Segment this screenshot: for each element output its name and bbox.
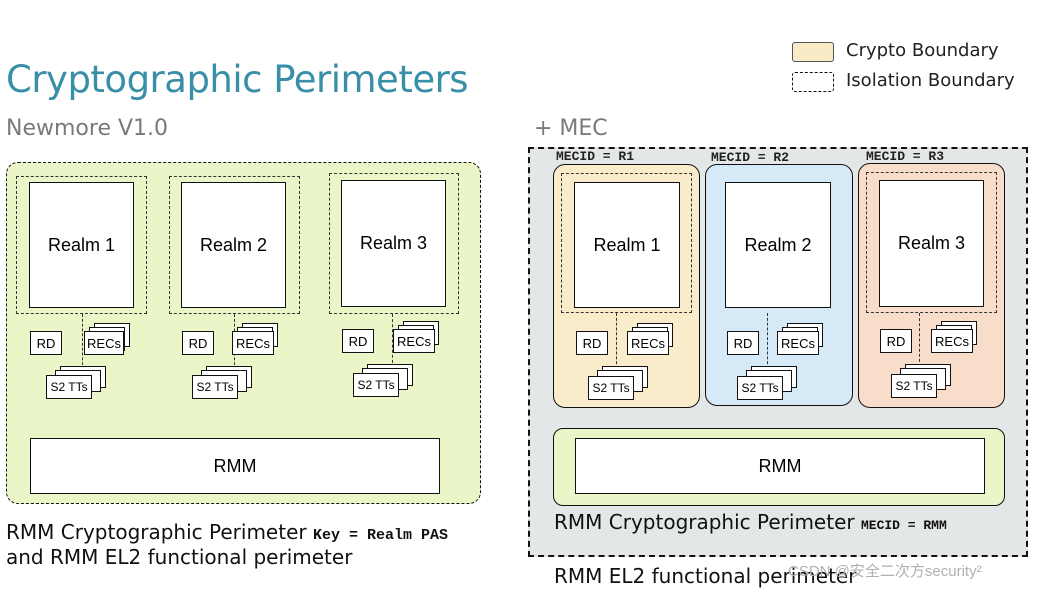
recs-box: RECs [931, 329, 973, 353]
realm-label: Realm 2 [744, 234, 812, 255]
s2tts-box: S2 TTs [46, 375, 92, 399]
connector-line [82, 314, 83, 370]
realm-box: Realm 1 [29, 182, 134, 308]
right-caption-text: RMM Cryptographic Perimeter [554, 510, 855, 534]
page-title: Cryptographic Perimeters [6, 58, 469, 101]
isolation-boundary-realm-1 [561, 173, 692, 313]
realm-label: Realm 1 [593, 234, 661, 255]
s2tts-box: S2 TTs [737, 376, 783, 400]
recs-box: RECs [84, 331, 124, 355]
recs-box: RECs [627, 331, 669, 355]
realm-box: Realm 2 [725, 182, 831, 308]
realm-label: Realm 3 [359, 233, 428, 253]
recs-box: RECs [393, 329, 435, 353]
isolation-boundary-realm-3 [329, 173, 459, 314]
realm-box: Realm 3 [341, 180, 446, 307]
legend-isolation-label: Isolation Boundary [846, 70, 1015, 91]
right-caption-line2: RMM EL2 functional perimeter [554, 564, 857, 588]
rd-box: RD [182, 331, 214, 355]
rd-label: RD [348, 333, 368, 349]
recs-box: RECs [777, 331, 819, 355]
mecid-label: MECID = R3 [866, 149, 945, 164]
s2tts-label: S2 TTs [357, 378, 395, 392]
rd-box: RD [576, 331, 608, 355]
rd-label: RD [582, 335, 602, 351]
right-heading: + MEC [534, 116, 608, 141]
s2tts-label: S2 TTs [196, 380, 234, 394]
realm-box: Realm 3 [879, 180, 984, 307]
connector-line [767, 313, 768, 369]
rd-label: RD [886, 333, 906, 349]
rd-box: RD [880, 329, 912, 353]
s2tts-box: S2 TTs [891, 374, 937, 398]
realm-box: Realm 2 [181, 182, 286, 308]
rd-box: RD [342, 329, 374, 353]
rmm-box: RMM [30, 438, 440, 494]
recs-label: RECs [397, 333, 431, 349]
watermark: CSDN @安全二次方security² [788, 563, 982, 580]
s2tts-label: S2 TTs [592, 381, 630, 395]
left-caption-text: RMM Cryptographic Perimeter [6, 520, 307, 544]
isolation-boundary-realm-2 [169, 176, 300, 314]
crypto-boundary-swatch [792, 42, 834, 62]
realm-label: Realm 1 [47, 234, 116, 255]
recs-label: RECs [87, 335, 121, 351]
isolation-boundary-realm-3 [866, 172, 997, 313]
rd-label: RD [36, 335, 56, 351]
realm-label: Realm 2 [199, 234, 268, 255]
right-caption-line1: RMM Cryptographic Perimeter MECID = RMM [554, 510, 947, 534]
s2tts-label: S2 TTs [895, 379, 933, 393]
connector-line [919, 313, 920, 367]
recs-label: RECs [236, 335, 270, 351]
rd-box: RD [727, 331, 759, 355]
mecid-label: MECID = R1 [556, 149, 635, 164]
isolation-boundary-swatch [792, 72, 834, 92]
s2tts-label: S2 TTs [50, 380, 88, 394]
recs-label: RECs [935, 333, 969, 349]
mecid-label: MECID = R2 [711, 150, 790, 165]
realm-label: Realm 3 [897, 233, 966, 253]
recs-label: RECs [781, 335, 815, 351]
s2tts-box: S2 TTs [192, 375, 238, 399]
legend-crypto-label: Crypto Boundary [846, 40, 999, 61]
rd-label: RD [188, 335, 208, 351]
recs-box: RECs [232, 331, 274, 355]
isolation-boundary-realm-1 [16, 176, 147, 314]
rd-box: RD [30, 331, 62, 355]
rmm-box: RMM [575, 438, 985, 494]
s2tts-box: S2 TTs [353, 373, 399, 397]
left-heading: Newmore V1.0 [6, 116, 169, 141]
rmm-label: RMM [758, 455, 802, 476]
left-caption-line1: RMM Cryptographic Perimeter Key = Realm … [6, 520, 448, 544]
s2tts-label: S2 TTs [741, 381, 779, 395]
right-caption-mecid: MECID = RMM [860, 518, 947, 533]
connector-line [616, 313, 617, 369]
rmm-label: RMM [213, 455, 257, 476]
rd-label: RD [733, 335, 753, 351]
realm-box: Realm 1 [574, 182, 680, 308]
recs-label: RECs [631, 335, 665, 351]
legend: Crypto Boundary Isolation Boundary [792, 40, 1022, 100]
left-caption-line2: and RMM EL2 functional perimeter [6, 545, 353, 569]
left-caption-key: Key = Realm PAS [312, 527, 448, 544]
s2tts-box: S2 TTs [588, 376, 634, 400]
connector-line [392, 314, 393, 368]
